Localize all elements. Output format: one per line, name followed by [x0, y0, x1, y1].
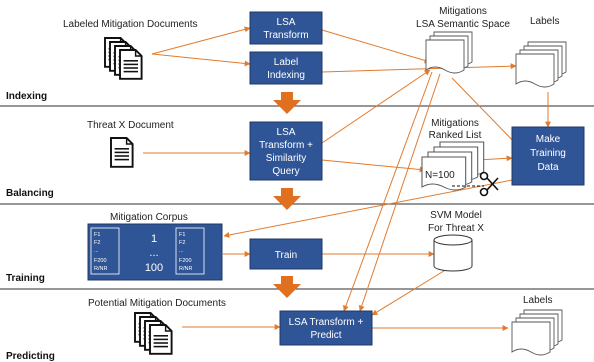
lsa-predict-line2: Predict	[310, 330, 341, 341]
corpus-center-1: 1	[151, 233, 157, 245]
label-indexing-line2: Indexing	[267, 70, 305, 81]
stage-arrow-balancing-to-training	[273, 188, 301, 210]
arrow-docs-to-label-indexing	[151, 53, 251, 67]
labels-bottom-icon	[511, 309, 563, 356]
arrow-space-to-predict-2	[358, 73, 441, 312]
arrow-space-to-make	[451, 77, 523, 151]
stage-label-balancing: Balancing	[6, 188, 54, 199]
labels-top-label: Labels	[530, 16, 559, 27]
label-indexing-line1: Label	[274, 57, 298, 68]
lsa-transform-line2: Transform	[263, 30, 308, 41]
corpus-center-100: 100	[145, 262, 163, 274]
corpus-right-doc: F1 F2 ... F200 R/NR	[175, 227, 205, 275]
make-training-line3: Data	[537, 162, 559, 173]
make-training-line1: Make	[536, 134, 561, 145]
lsa-similarity-line3: Similarity	[266, 153, 307, 164]
label-indexing-box: Label Indexing	[249, 51, 323, 85]
potential-documents-label: Potential Mitigation Documents	[88, 298, 226, 309]
stage-arrow-training-to-predicting	[273, 276, 301, 298]
ranked-list-line1: Mitigations	[431, 118, 479, 129]
mitigations-space-line2: LSA Semantic Space	[416, 19, 510, 30]
labels-bottom-label: Labels	[523, 295, 552, 306]
corpus-right-f1: F1	[179, 232, 185, 238]
corpus-right-f2: F2	[179, 240, 185, 246]
lsa-similarity-box: LSA Transform + Similarity Query	[249, 121, 323, 181]
stage-label-predicting: Predicting	[6, 351, 55, 362]
arrow-make-to-corpus	[223, 179, 513, 238]
svm-model-cylinder-icon	[433, 234, 473, 272]
corpus-left-rnr: R/NR	[94, 266, 107, 272]
ranked-list-icon	[421, 141, 485, 191]
corpus-left-f200: F200	[94, 258, 107, 264]
scissors-icon	[479, 171, 499, 197]
arrow-docs-to-lsa	[151, 26, 251, 55]
lsa-predict-box: LSA Transform + Predict	[279, 310, 373, 346]
corpus-left-ellipsis: ...	[94, 248, 99, 254]
lsa-similarity-line1: LSA	[277, 127, 296, 138]
mitigation-corpus-box: F1 F2 ... F200 R/NR 1 ... 100 F1 F2 ... …	[87, 223, 223, 281]
lsa-predict-line1: LSA Transform +	[289, 317, 364, 328]
corpus-left-doc: F1 F2 ... F200 R/NR	[90, 227, 120, 275]
mitigations-space-icon	[425, 31, 473, 74]
lsa-similarity-line4: Query	[272, 166, 299, 177]
make-training-data-box: Make Training Data	[511, 126, 585, 186]
arrow-space-to-predict	[343, 71, 433, 312]
threat-document-icon	[110, 137, 134, 168]
corpus-right-f200: F200	[179, 258, 192, 264]
labeled-documents-icon	[104, 37, 143, 80]
arrow-similarity-to-space	[321, 69, 431, 144]
corpus-right-ellipsis: ...	[179, 248, 184, 254]
potential-documents-icon	[134, 312, 173, 355]
corpus-center-ellipsis: ...	[149, 247, 158, 259]
lsa-similarity-line2: Transform +	[259, 140, 313, 151]
lsa-transform-box: LSA Transform	[249, 11, 323, 45]
mitigations-space-line1: Mitigations	[439, 6, 487, 17]
arrow-label-indexing-to-labels	[321, 63, 517, 73]
mitigation-corpus-label: Mitigation Corpus	[110, 212, 188, 223]
corpus-left-f2: F2	[94, 240, 100, 246]
corpus-right-rnr: R/NR	[179, 266, 192, 272]
train-box: Train	[249, 238, 323, 270]
train-label: Train	[275, 250, 297, 261]
labeled-documents-label: Labeled Mitigation Documents	[63, 19, 198, 30]
stage-label-indexing: Indexing	[6, 91, 47, 102]
corpus-left-f1: F1	[94, 232, 100, 238]
labels-top-icon	[515, 41, 567, 88]
arrow-lsa-to-space	[321, 29, 431, 64]
stage-arrow-indexing-to-balancing	[273, 92, 301, 114]
n-value-label: N=100	[425, 170, 455, 181]
arrow-svm-to-predict	[371, 265, 453, 316]
connector-arrows	[143, 26, 551, 331]
make-training-line2: Training	[530, 148, 566, 159]
ranked-list-line2: Ranked List	[429, 130, 482, 141]
stage-label-training: Training	[6, 273, 45, 284]
svm-model-line1: SVM Model	[430, 210, 482, 221]
lsa-transform-line1: LSA	[277, 17, 296, 28]
threat-document-label: Threat X Document	[87, 120, 174, 131]
svm-model-line2: For Threat X	[428, 223, 484, 234]
